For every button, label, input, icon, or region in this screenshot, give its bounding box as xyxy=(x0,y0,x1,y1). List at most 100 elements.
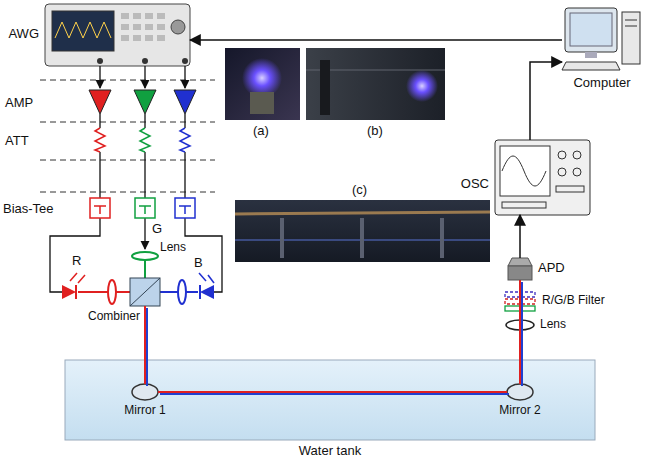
signal-wire xyxy=(50,218,100,292)
signal-wire xyxy=(99,114,100,128)
bias-tee-symbol xyxy=(139,206,151,214)
laser-source xyxy=(199,285,201,299)
oscilloscope-icon xyxy=(573,151,581,159)
part-label: (c) xyxy=(352,182,367,197)
connector-line xyxy=(144,306,146,384)
node-label: Computer xyxy=(573,75,630,90)
oscilloscope-icon xyxy=(573,168,581,176)
mirror-node: Mirror 1 xyxy=(132,384,158,400)
computer-icon xyxy=(562,62,620,70)
node-label: AWG xyxy=(8,26,39,41)
amplifier-symbol xyxy=(134,90,156,114)
part-label: (b) xyxy=(367,123,383,138)
awg-instrument xyxy=(121,24,129,30)
combiner-cube xyxy=(130,278,160,306)
signal-wire xyxy=(184,114,185,128)
photo-inset xyxy=(235,212,490,214)
instrument-node: AWG xyxy=(45,4,190,66)
awg-instrument xyxy=(121,13,129,19)
signal-wire xyxy=(144,152,145,198)
mirror-symbol xyxy=(132,384,158,400)
signal-wire xyxy=(185,218,222,292)
lens-beam xyxy=(160,291,178,293)
oscilloscope-icon xyxy=(558,151,566,159)
photo-inset xyxy=(225,48,300,120)
signal-wire xyxy=(99,66,100,88)
laser-source xyxy=(200,285,214,299)
stage-divider xyxy=(40,80,215,81)
signal-wire xyxy=(144,218,145,249)
photo-inset xyxy=(406,70,438,102)
signal-arrow xyxy=(520,215,521,258)
computer-icon xyxy=(585,52,597,58)
part-label: AMP xyxy=(5,95,33,110)
computer-icon xyxy=(622,12,640,64)
connector-line xyxy=(530,62,562,140)
stage-divider xyxy=(40,160,215,161)
awg-instrument xyxy=(157,24,165,30)
awg-instrument xyxy=(157,13,165,19)
laser-source xyxy=(199,273,206,281)
computer-icon xyxy=(562,8,640,70)
mirror-symbol xyxy=(507,384,533,400)
signal-wire xyxy=(184,152,185,198)
laser-source xyxy=(75,285,77,299)
awg-instrument xyxy=(121,35,129,41)
light-beam xyxy=(158,391,507,393)
computer-icon xyxy=(625,20,637,21)
light-beam xyxy=(158,392,509,394)
part-label: R xyxy=(72,253,81,268)
part-label: ATT xyxy=(5,133,29,148)
lens-beam xyxy=(178,280,186,304)
instrument-node: OSC xyxy=(495,140,590,215)
signal-wire xyxy=(184,66,185,88)
attenuator-symbol xyxy=(180,128,190,152)
lens-beam xyxy=(144,260,146,278)
node-label: Mirror 2 xyxy=(499,403,540,418)
bias-tee-symbol xyxy=(175,198,195,218)
photo-inset xyxy=(280,218,284,258)
bias-tee-symbol xyxy=(90,198,110,218)
laser-source xyxy=(208,275,214,283)
oscilloscope-icon xyxy=(495,140,590,215)
attenuator-symbol xyxy=(95,128,190,152)
light-beam xyxy=(145,306,147,386)
part-label: (a) xyxy=(253,123,269,138)
stage-divider xyxy=(40,80,215,192)
awg-instrument xyxy=(45,4,190,66)
lens-beam xyxy=(186,291,198,293)
node-label: Water tank xyxy=(299,443,361,458)
awg-instrument xyxy=(145,35,153,41)
computer-node: Computer xyxy=(562,6,642,72)
signal-arrow xyxy=(530,62,562,140)
photo-inset xyxy=(250,92,274,114)
mirror-node: Mirror 2 xyxy=(507,384,533,400)
lens-beam xyxy=(78,291,108,293)
node-label: Mirror 1 xyxy=(124,403,165,418)
signal-arrow xyxy=(190,40,562,41)
awg-instrument xyxy=(171,20,185,34)
detector-node: APD xyxy=(508,258,532,280)
amplifier-symbol xyxy=(89,90,111,114)
oscilloscope-icon xyxy=(495,140,590,215)
oscilloscope-icon xyxy=(502,202,546,208)
node-label: APD xyxy=(538,260,565,275)
combiner-node: Combiner xyxy=(130,278,160,306)
photo-inset xyxy=(440,218,444,258)
bias-tee-symbol xyxy=(179,206,191,214)
amplifier-symbol xyxy=(89,90,196,114)
light-beam xyxy=(144,306,146,384)
amplifier-symbol xyxy=(174,90,196,114)
bias-tee-symbol xyxy=(94,206,106,214)
mirror-symbol xyxy=(132,384,533,400)
computer-icon xyxy=(570,13,612,46)
part-label: R/G/B Filter xyxy=(542,293,605,308)
stage-divider xyxy=(40,122,215,123)
part-label: Lens xyxy=(540,317,566,332)
awg-instrument xyxy=(55,22,111,38)
light-beam xyxy=(519,280,521,384)
computer-icon xyxy=(565,8,617,52)
